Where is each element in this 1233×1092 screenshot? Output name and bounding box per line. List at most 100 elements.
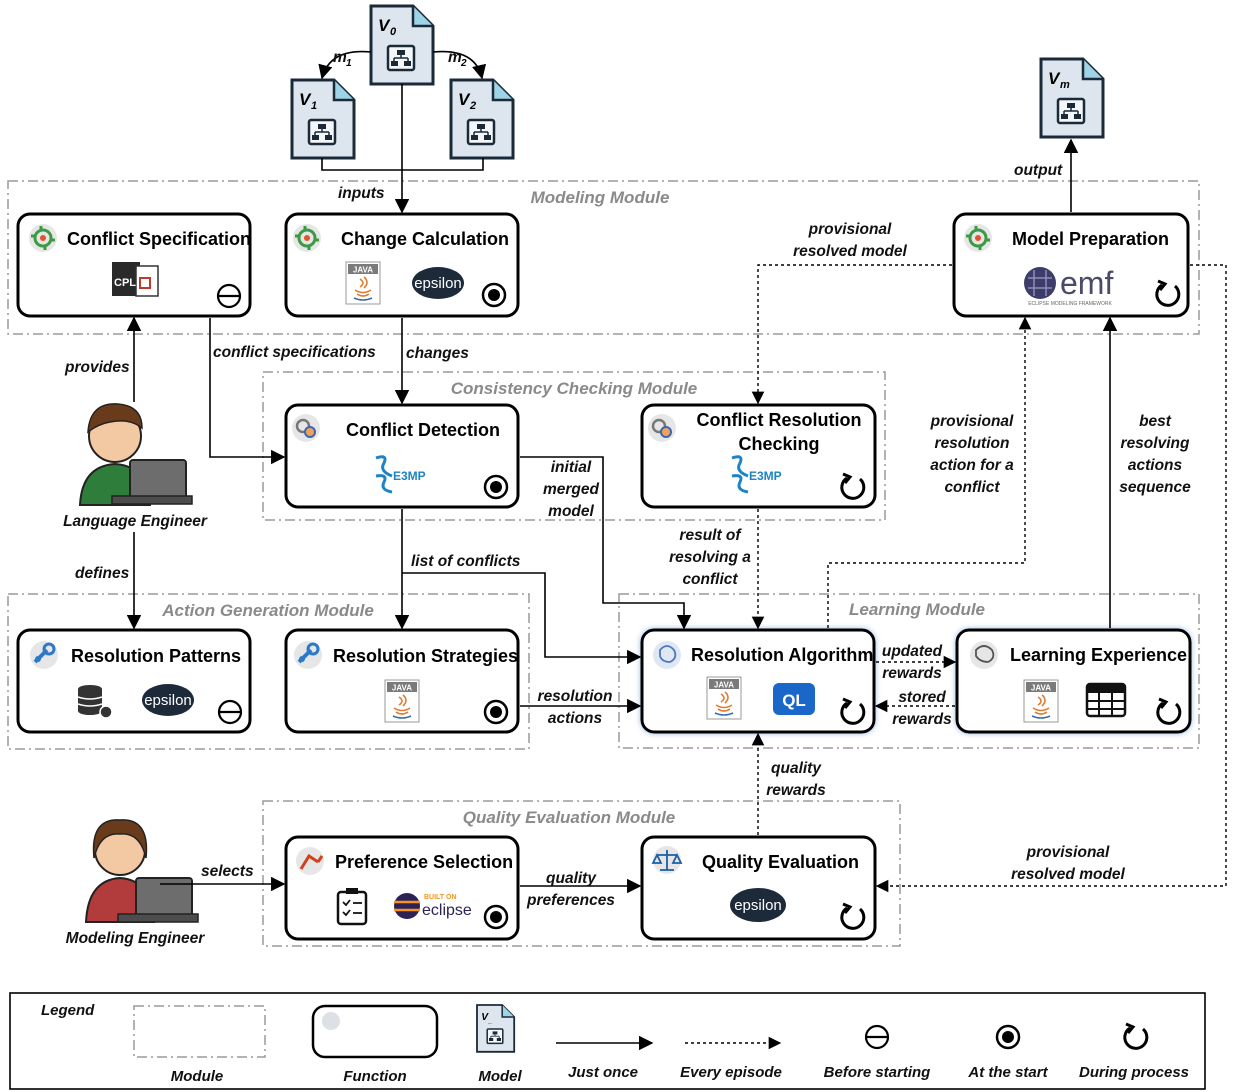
m1-label: m 1: [333, 49, 352, 69]
svg-text:During process: During process: [1079, 1064, 1189, 1081]
svg-text:BUILT ON: BUILT ON: [424, 894, 457, 901]
svg-text:At the start: At the start: [967, 1064, 1048, 1081]
java-icon: [706, 676, 742, 720]
resolution-algorithm-box[interactable]: Resolution Algorithm QL: [640, 628, 876, 734]
svg-text:Quality Evaluation: Quality Evaluation: [702, 852, 859, 872]
svg-text:Modeling Module: Modeling Module: [531, 188, 670, 207]
prov-action-label-4: conflict: [944, 479, 1000, 496]
before-starting-icon: [216, 283, 242, 309]
model-preparation-box[interactable]: Model Preparation emf ECLIPSE MODELING F…: [952, 212, 1190, 318]
quality-pref-label-1: quality: [546, 870, 597, 887]
m2-label: m 2: [448, 49, 467, 69]
svg-text:m: m: [1060, 79, 1070, 91]
svg-text:1: 1: [311, 100, 317, 112]
at-start-icon: [483, 474, 509, 500]
svg-text:E3MP: E3MP: [393, 469, 426, 483]
legend-model-icon: V _: [476, 1004, 516, 1053]
svg-text:Change Calculation: Change Calculation: [341, 229, 509, 249]
initial-label-1: initial: [551, 459, 592, 476]
svg-text:ECLIPSE MODELING FRAMEWORK: ECLIPSE MODELING FRAMEWORK: [1028, 301, 1112, 307]
resolution-actions-label-2: actions: [548, 710, 603, 727]
resolution-strategies-box[interactable]: Resolution Strategies: [284, 628, 520, 734]
svg-text:Just once: Just once: [568, 1064, 638, 1081]
svg-text:Model Preparation: Model Preparation: [1012, 229, 1169, 249]
java-icon: [345, 261, 381, 305]
best-label-2: resolving: [1121, 435, 1190, 452]
legend: Legend Module Function V _ Model Just on…: [9, 992, 1206, 1090]
epsilon-logo-icon: epsilon: [412, 267, 464, 299]
conflict-specification-box[interactable]: Conflict Specification CPL: [16, 212, 252, 318]
learning-module: Learning Module: [618, 593, 1200, 749]
svg-text:epsilon: epsilon: [414, 275, 462, 292]
m2-arrow: [432, 50, 487, 80]
svg-text:Consistency Checking Module: Consistency Checking Module: [451, 379, 698, 398]
svg-text:Every episode: Every episode: [680, 1064, 782, 1081]
svg-text:Action Generation Module: Action Generation Module: [161, 601, 374, 620]
svg-text:epsilon: epsilon: [734, 897, 782, 914]
provisional-resolved-model-bottom-arrow: [875, 264, 1227, 893]
output-label: output: [1014, 162, 1063, 179]
cogs-icon: [646, 412, 678, 444]
result-label-2: resolving a: [669, 549, 751, 566]
provisional-resolution-action-arrow: [827, 316, 1032, 628]
quality-rewards-label-1: quality: [771, 760, 822, 777]
wrench-icon: [28, 639, 60, 671]
gear-icon: [27, 222, 59, 254]
conflict-resolution-checking-box[interactable]: Conflict Resolution Checking E3MP: [640, 403, 877, 509]
svg-text:CPL: CPL: [114, 277, 136, 289]
conflict-specifications-arrow: [209, 318, 286, 465]
e3mp-logo-icon: E3MP: [731, 455, 782, 494]
svg-text:V: V: [1048, 69, 1061, 88]
svg-text:V: V: [299, 90, 312, 109]
provides-label: provides: [64, 359, 130, 376]
prov-action-label-2: resolution: [935, 435, 1010, 452]
svg-text:Module: Module: [171, 1068, 224, 1085]
table-icon: [1085, 682, 1127, 718]
svg-text:Conflict Detection: Conflict Detection: [346, 420, 500, 440]
svg-text:epsilon: epsilon: [144, 692, 192, 709]
learning-experience-box[interactable]: Learning Experience: [955, 628, 1192, 734]
svg-text:Resolution Patterns: Resolution Patterns: [71, 646, 241, 666]
prov-model-top-label-2: resolved model: [793, 243, 907, 260]
epsilon-logo-icon: epsilon: [730, 888, 786, 922]
legend-before-starting-icon: [864, 1024, 890, 1050]
change-calculation-box[interactable]: Change Calculation epsilon: [284, 212, 520, 318]
stored-rewards-label-2: rewards: [892, 711, 952, 728]
svg-text:m: m: [333, 49, 347, 66]
language-engineer-label: Language Engineer: [63, 513, 208, 530]
svg-text:2: 2: [460, 58, 467, 69]
conflict-detection-box[interactable]: Conflict Detection E3MP: [284, 403, 520, 509]
svg-text:Before starting: Before starting: [824, 1064, 931, 1081]
svg-text:Learning Experience: Learning Experience: [1010, 645, 1187, 665]
svg-text:1: 1: [346, 58, 352, 69]
svg-text:V: V: [481, 1012, 489, 1023]
svg-text:Model: Model: [478, 1068, 522, 1085]
svg-text:QL: QL: [782, 691, 806, 710]
action-generation-module: Action Generation Module: [7, 593, 530, 750]
svg-text:Learning Module: Learning Module: [849, 600, 985, 619]
prov-model-bottom-label-1: provisional: [1026, 844, 1110, 861]
svg-text:Resolution Strategies: Resolution Strategies: [333, 646, 518, 666]
resolution-patterns-box[interactable]: Resolution Patterns epsilon: [16, 628, 252, 734]
svg-text:emf: emf: [1060, 265, 1113, 301]
provisional-resolved-model-top-arrow: [751, 264, 952, 405]
updated-rewards-label-1: updated: [882, 643, 943, 660]
initial-label-2: merged: [543, 481, 600, 498]
quality-evaluation-box[interactable]: Quality Evaluation epsilon: [640, 835, 877, 941]
modeling-engineer-avatar: [84, 819, 199, 923]
model-vm-icon: V m: [1039, 57, 1105, 139]
best-label-3: actions: [1128, 457, 1183, 474]
quality-evaluation-module: Quality Evaluation Module: [262, 800, 901, 947]
svg-text:Conflict Specification: Conflict Specification: [67, 229, 251, 249]
modeling-engineer-label: Modeling Engineer: [66, 930, 206, 947]
ql-logo-icon: QL: [773, 683, 815, 715]
cpl-logo-icon: CPL: [112, 262, 159, 297]
process-icon: [291, 222, 323, 254]
conflict-specifications-label: conflict specifications: [213, 344, 376, 361]
svg-text:_: _: [487, 1017, 492, 1024]
preference-selection-box[interactable]: Preference Selection BUILT ON eclipse: [284, 835, 520, 941]
legend-at-start-icon: [995, 1024, 1021, 1050]
initial-label-3: model: [548, 503, 594, 520]
svg-text:Quality Evaluation Module: Quality Evaluation Module: [463, 808, 676, 827]
